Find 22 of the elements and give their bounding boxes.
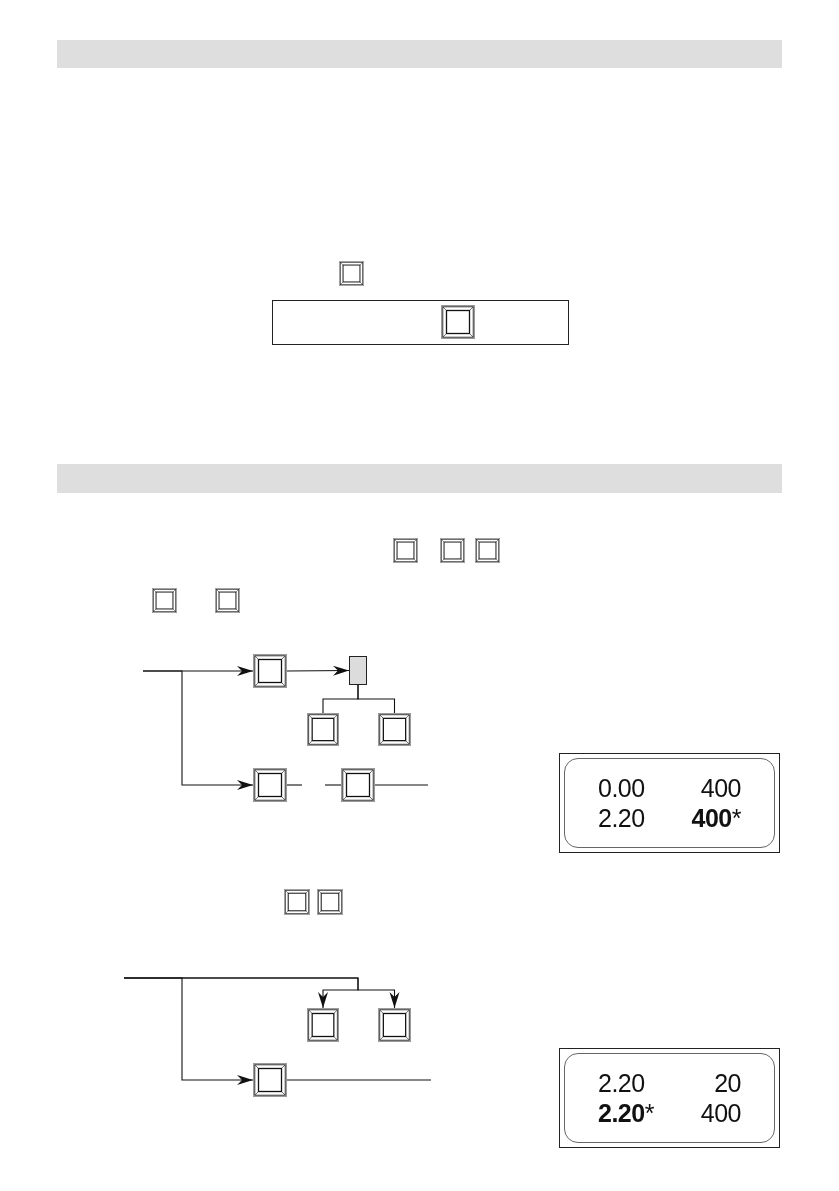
connector-line (357, 684, 396, 714)
display-reading: 400* (691, 804, 741, 832)
keypad-key (307, 1008, 339, 1042)
display-reading: 2.20* (598, 1099, 654, 1127)
keypad-key (253, 1063, 287, 1097)
keypad-key (378, 1008, 411, 1042)
keypad-key (378, 713, 411, 746)
small-block (349, 656, 367, 685)
display-reading: 2.20 (598, 804, 645, 832)
connector-line (324, 784, 342, 786)
keypad-key (253, 768, 287, 802)
display-reading: 20 (714, 1069, 741, 1097)
display-reading: 2.20 (598, 1069, 645, 1097)
connector-line (286, 784, 303, 786)
keypad-key (307, 713, 339, 746)
connector-line (374, 784, 429, 786)
display-reading: 400 (700, 1099, 741, 1127)
display-reading: 0.00 (598, 774, 645, 802)
keypad-key (253, 654, 287, 688)
connector-line (286, 1079, 432, 1081)
display-reading: 400 (700, 774, 741, 802)
keypad-key (341, 768, 375, 802)
